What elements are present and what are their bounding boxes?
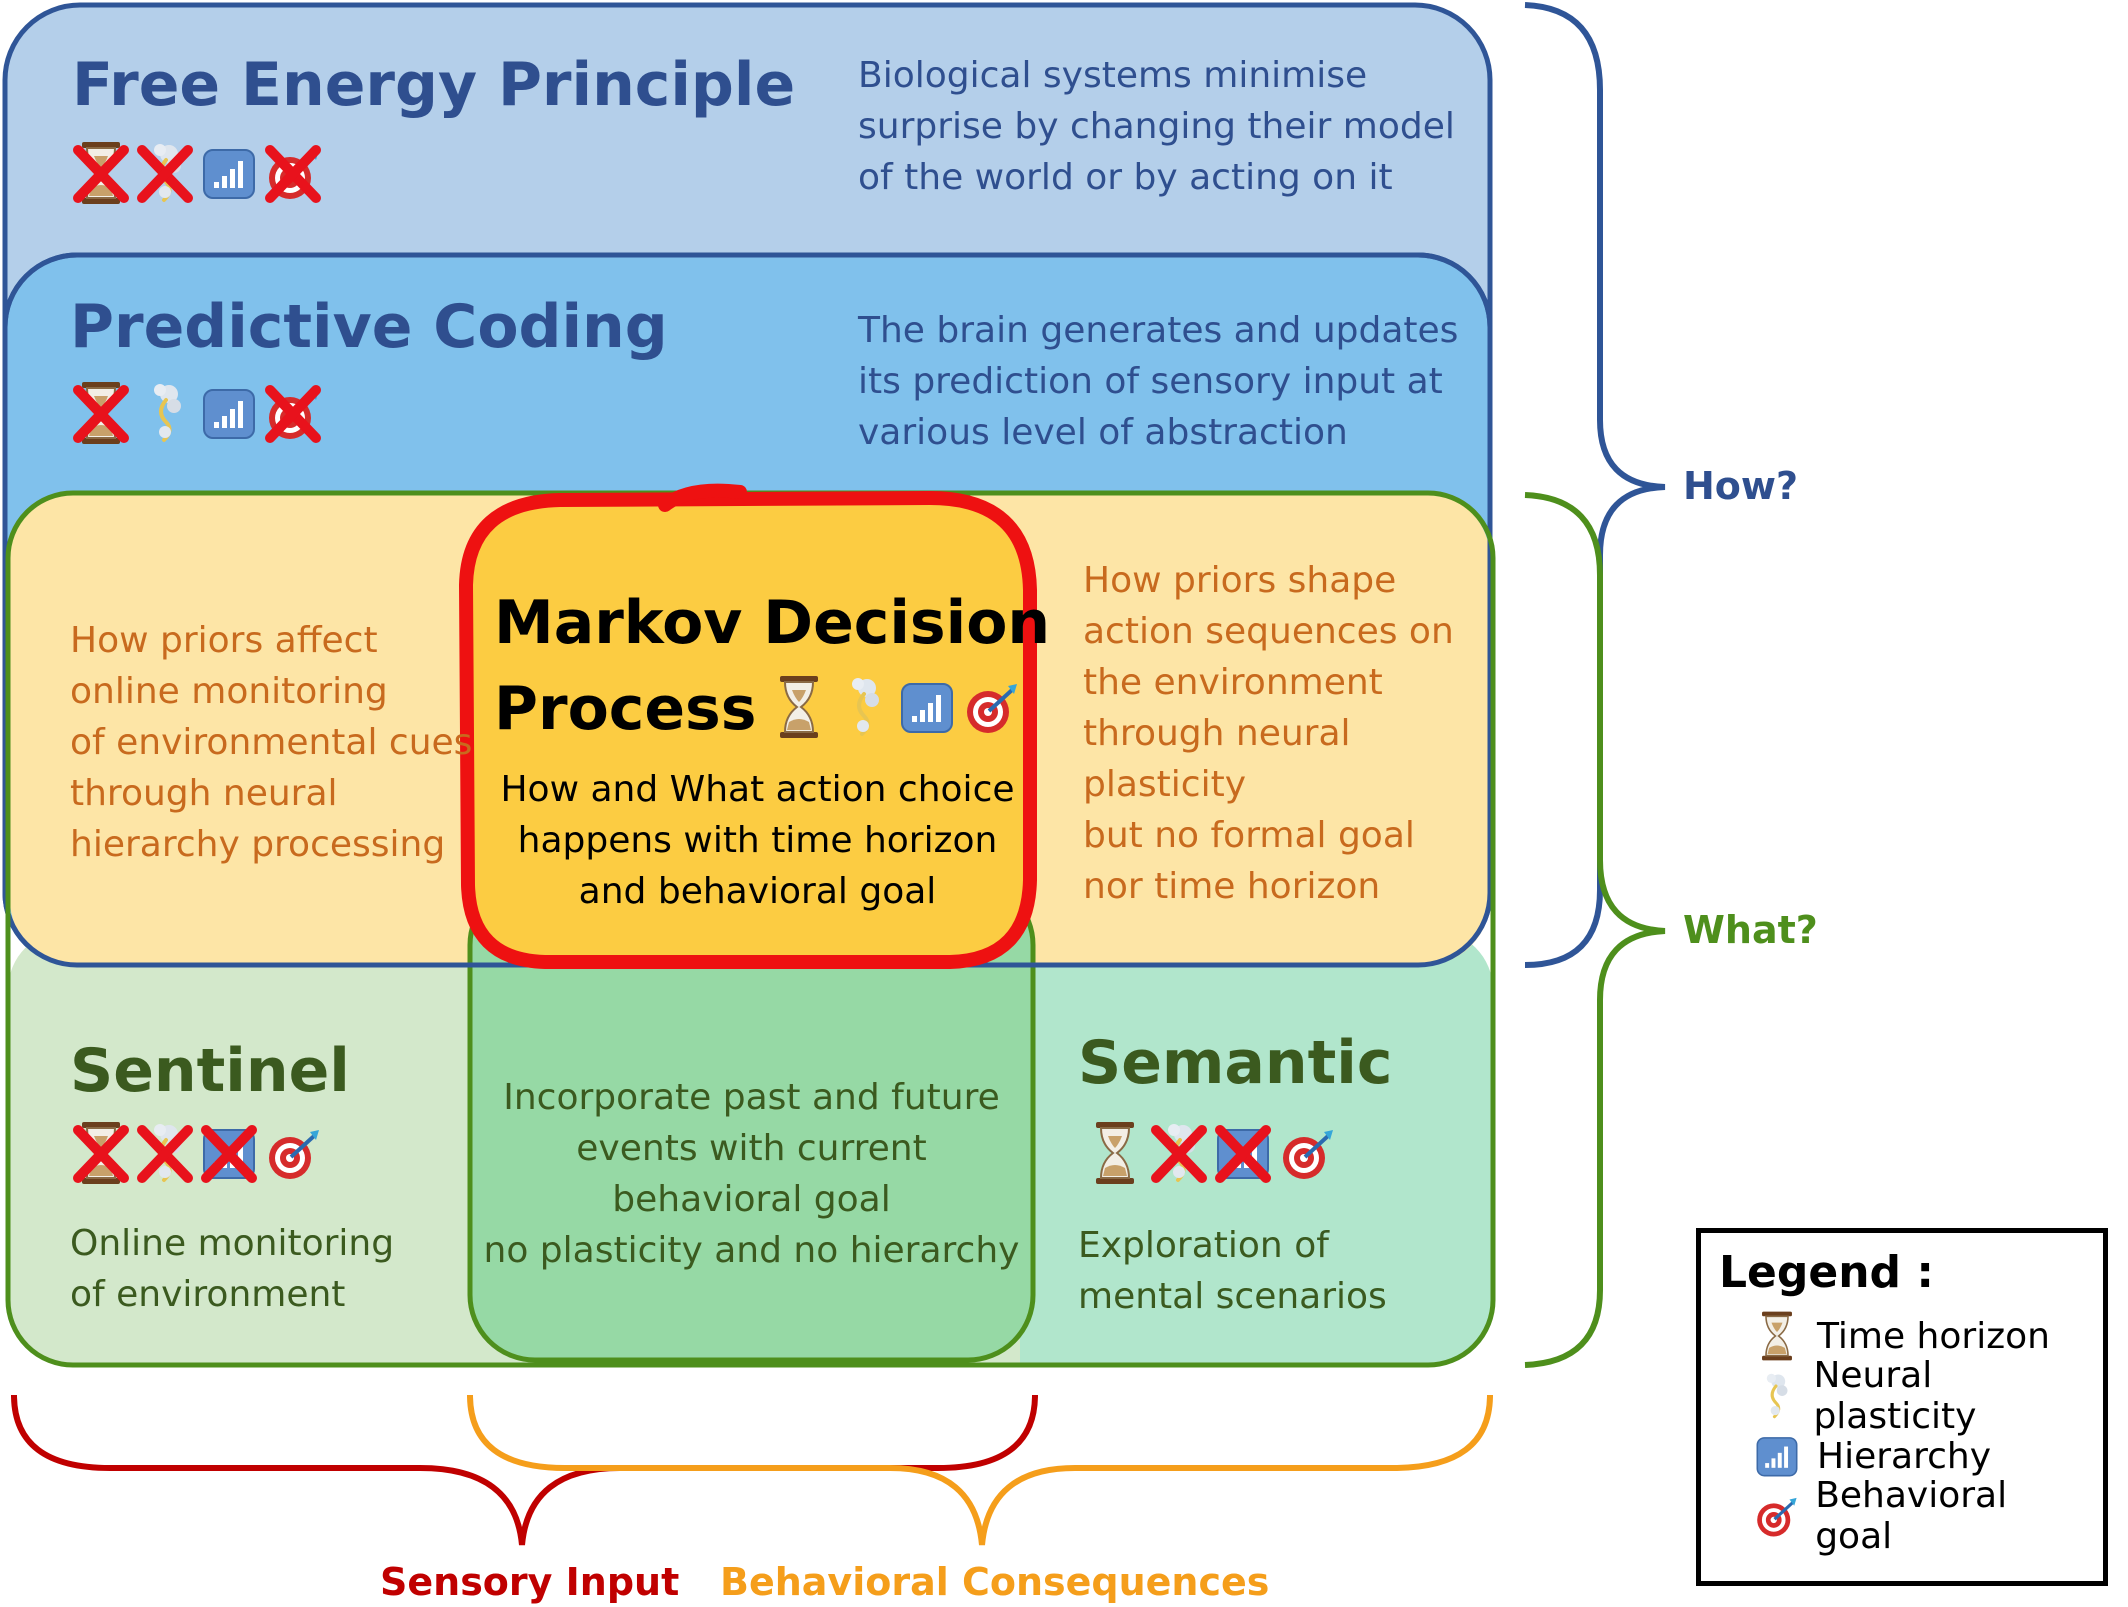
left-overlap-description: How priors affect online monitoring of e… (70, 620, 473, 865)
hierarchy-icon (200, 1120, 258, 1190)
pc-icons (72, 380, 322, 450)
neural-plasticity-icon (1753, 1370, 1797, 1422)
hierarchy-icon (1214, 1120, 1272, 1190)
what-brace (1524, 492, 1666, 1368)
mdp-highlight (458, 490, 1037, 969)
hourglass-icon (72, 1120, 130, 1190)
crossed-out-icon (136, 140, 194, 206)
pc-title: Predictive Coding (70, 292, 668, 362)
target-icon (1278, 1120, 1336, 1190)
hourglass-icon (72, 140, 130, 210)
crossed-out-icon (136, 1120, 194, 1186)
crossed-out-icon (72, 1120, 130, 1186)
fep-description: Biological systems minimise surprise by … (858, 55, 1455, 198)
right-overlap-description: How priors shape action sequences on the… (1083, 560, 1454, 907)
sentinel-icons (72, 1120, 322, 1190)
crossed-out-icon (1214, 1120, 1272, 1186)
crossed-out-icon (1150, 1120, 1208, 1186)
neural-plasticity-icon (136, 380, 194, 450)
legend-item-behavioral-goal: Behavioral goal (1753, 1475, 2085, 1557)
target-icon (264, 140, 322, 210)
hourglass-icon (1086, 1120, 1144, 1190)
legend-label: Neural plasticity (1813, 1355, 1977, 1437)
semantic-description: Exploration of mental scenarios (1078, 1225, 1387, 1317)
legend-label: Behavioral goal (1815, 1475, 2008, 1557)
target-icon (962, 674, 1020, 744)
mdp-title-row: Process (494, 666, 1020, 752)
hierarchy-icon (200, 380, 258, 450)
behavioral-brace (467, 1394, 1493, 1546)
what-label: What? (1683, 908, 1818, 952)
target-icon (264, 1120, 322, 1190)
legend-label: Time horizon (1817, 1315, 2050, 1357)
mdp-title-line2: Process (494, 674, 757, 744)
crossed-out-icon (264, 380, 322, 446)
mdp-title-line1: Markov Decision (494, 588, 1051, 658)
legend-item-time-horizon: Time horizon (1753, 1306, 2085, 1366)
legend-label: Hierarchy (1817, 1435, 1992, 1477)
fep-title: Free Energy Principle (72, 50, 796, 120)
how-label: How? (1683, 464, 1799, 508)
legend: Legend : Time horizon Neural plasticity … (1696, 1228, 2108, 1586)
crossed-out-icon (72, 380, 130, 446)
hierarchy-icon (200, 140, 258, 210)
neural-plasticity-icon (1150, 1120, 1208, 1190)
neural-plasticity-icon (136, 1120, 194, 1190)
legend-item-neural-plasticity: Neural plasticity (1753, 1355, 2085, 1437)
hourglass-icon (72, 380, 130, 450)
how-brace (1524, 2, 1666, 968)
fep-icons (72, 140, 322, 210)
legend-title: Legend : (1719, 1247, 1934, 1298)
mdp-icons (770, 674, 1020, 744)
sentinel-title: Sentinel (70, 1036, 350, 1106)
hourglass-icon (1753, 1310, 1801, 1362)
crossed-out-icon (200, 1120, 258, 1186)
hierarchy-icon (1753, 1430, 1801, 1482)
crossed-out-icon (264, 140, 322, 206)
sensory-brace (11, 1394, 1038, 1546)
hourglass-icon (770, 674, 828, 744)
neural-plasticity-icon (136, 140, 194, 210)
neural-plasticity-icon (834, 674, 892, 744)
semantic-title: Semantic (1078, 1028, 1393, 1098)
hierarchy-icon (898, 674, 956, 744)
target-icon (1753, 1490, 1799, 1542)
target-icon (264, 380, 322, 450)
semantic-icons (1086, 1120, 1336, 1190)
crossed-out-icon (72, 140, 130, 206)
sensory-input-label: Sensory Input (380, 1560, 680, 1604)
mdp-description: How and What action choice happens with … (500, 769, 1015, 912)
pc-description: The brain generates and updates its pred… (858, 310, 1459, 453)
behavioral-consequences-label: Behavioral Consequences (720, 1560, 1270, 1604)
center-green-description: Incorporate past and future events with … (483, 1077, 1020, 1271)
sentinel-description: Online monitoring of environment (70, 1223, 395, 1315)
legend-item-hierarchy: Hierarchy (1753, 1426, 2085, 1486)
